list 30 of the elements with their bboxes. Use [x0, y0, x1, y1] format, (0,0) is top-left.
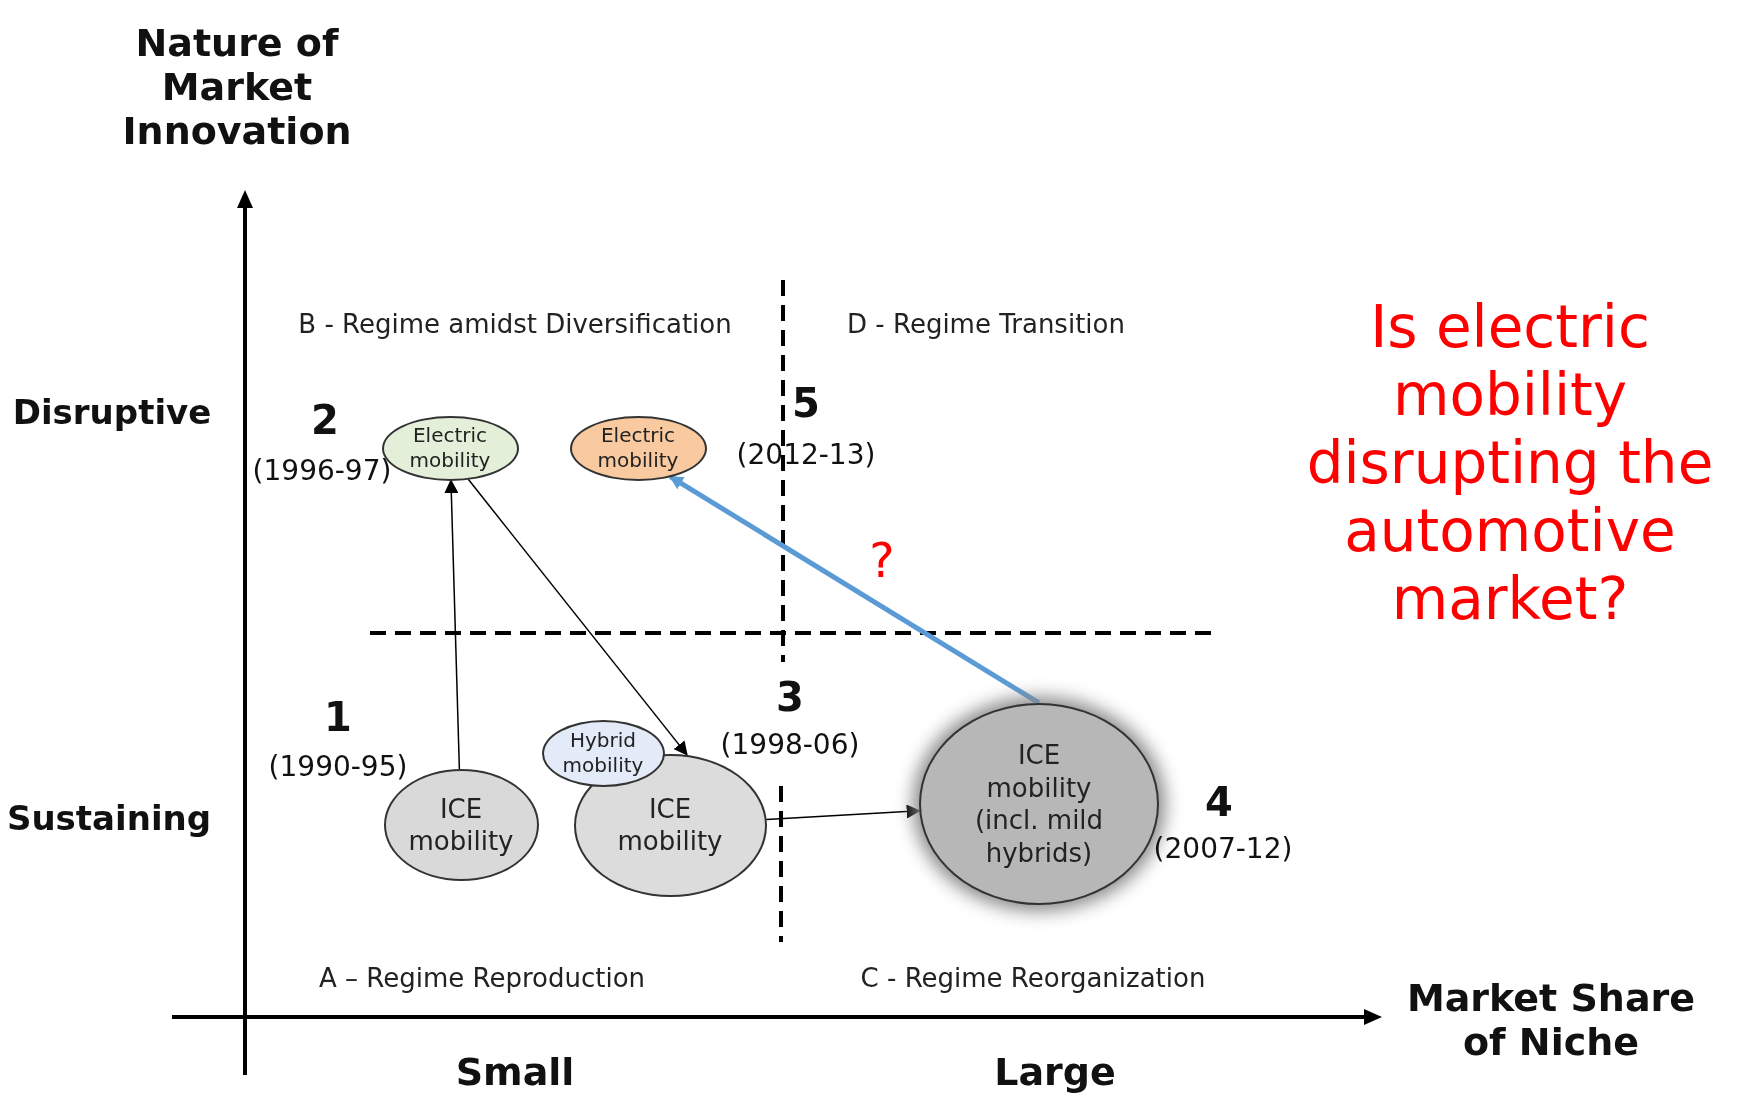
axis-tick-label: Disruptive [12, 392, 212, 432]
node-label: ICE mobility [616, 792, 724, 858]
quadrant-title: C - Regime Reorganization [860, 963, 1206, 993]
arrow [444, 479, 461, 770]
axis-tick-label: Large [994, 1050, 1116, 1094]
axis-tick-label: Small [455, 1050, 575, 1094]
node-label: Electric mobility [408, 423, 492, 473]
year-range: (1998-06) [720, 727, 860, 761]
quadrant-title: A – Regime Reproduction [319, 963, 645, 993]
quadrant-title: B - Regime amidst Diversification [298, 309, 732, 339]
node-label: ICE mobility [407, 792, 515, 858]
question-text: Is electric mobility disrupting the automotive market? [1305, 293, 1715, 633]
step-number: 4 [1205, 779, 1233, 825]
year-range: (2007-12) [1153, 831, 1293, 865]
year-range: (2012-13) [736, 437, 876, 471]
axis-tick-label: Sustaining [6, 798, 212, 838]
year-range: (1996-97) [252, 453, 392, 487]
axis-title: Nature of Market Innovation [121, 21, 353, 153]
axis-title: Market Share of Niche [1405, 976, 1697, 1064]
node-label: Hybrid mobility [561, 728, 645, 778]
quadrant-title: D - Regime Transition [847, 309, 1125, 339]
step-number: 1 [324, 694, 352, 740]
step-number: 5 [792, 380, 820, 426]
step-number: 3 [776, 674, 804, 720]
node-label: Electric mobility [596, 423, 680, 473]
arrow [467, 478, 688, 756]
year-range: (1990-95) [268, 749, 408, 783]
node-label: ICE mobility (incl. mild hybrids) [973, 739, 1105, 869]
arrow [765, 804, 921, 821]
step-number: 2 [311, 397, 339, 443]
